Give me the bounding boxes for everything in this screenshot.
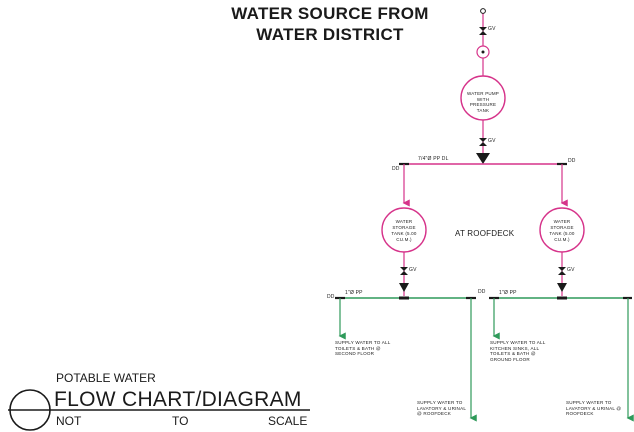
title-line-2: WATER DISTRICT bbox=[256, 25, 404, 44]
valve-label-tank-right: GV bbox=[567, 267, 575, 273]
gate-valve-top bbox=[479, 27, 487, 35]
gate-valve-tank-right bbox=[558, 267, 566, 275]
location-label: AT ROOFDECK bbox=[455, 229, 515, 238]
pump-arrow bbox=[476, 153, 490, 164]
scale-word-not: NOT bbox=[56, 414, 82, 428]
branch-pipe-label-left: 1"Ø PP bbox=[345, 290, 363, 296]
source-node bbox=[480, 8, 486, 14]
outlet-note-left-first: SUPPLY WATER TO ALL TOILETS & BATH @ SEC… bbox=[335, 340, 391, 357]
tank-right-label: WATER STORAGE TANK (5.00 CU.M.) bbox=[549, 219, 575, 242]
header-end-right: DD bbox=[568, 158, 576, 164]
pump-label: WATER PUMP WITH PRESSURE TANK bbox=[467, 91, 499, 113]
outlet-note-right-first: SUPPLY WATER TO ALL KITCHEN SINKS, ALL T… bbox=[490, 340, 546, 363]
scale-word-to: TO bbox=[172, 414, 189, 428]
valve-label-tank-left: GV bbox=[409, 267, 417, 273]
branch-end-right: DD bbox=[478, 289, 486, 295]
branch-pipe-label-right: 1"Ø PP bbox=[499, 290, 517, 296]
footer-subtitle: POTABLE WATER bbox=[56, 371, 156, 385]
title-line-1: WATER SOURCE FROM bbox=[231, 4, 429, 23]
gate-valve-pump bbox=[479, 138, 487, 146]
valve-label-top: GV bbox=[488, 26, 496, 32]
header-pipe-label: 7/4"Ø PP DL bbox=[418, 156, 449, 162]
branch-end-left: DD bbox=[327, 294, 335, 300]
footer-main-title: FLOW CHART/DIAGRAM bbox=[54, 388, 302, 411]
header-end-left: DD bbox=[392, 166, 400, 172]
outlet-note-left-second: SUPPLY WATER TO LAVATORY & URINAL @ ROOF… bbox=[417, 400, 466, 417]
outlet-note-right-second: SUPPLY WATER TO LAVATORY & URINAL @ ROOF… bbox=[566, 400, 622, 417]
scale-word-scale: SCALE bbox=[268, 414, 308, 428]
tank-left-label: WATER STORAGE TANK (5.00 CU.M.) bbox=[391, 219, 417, 242]
gate-valve-tank-left bbox=[400, 267, 408, 275]
valve-label-pump: GV bbox=[488, 138, 496, 144]
